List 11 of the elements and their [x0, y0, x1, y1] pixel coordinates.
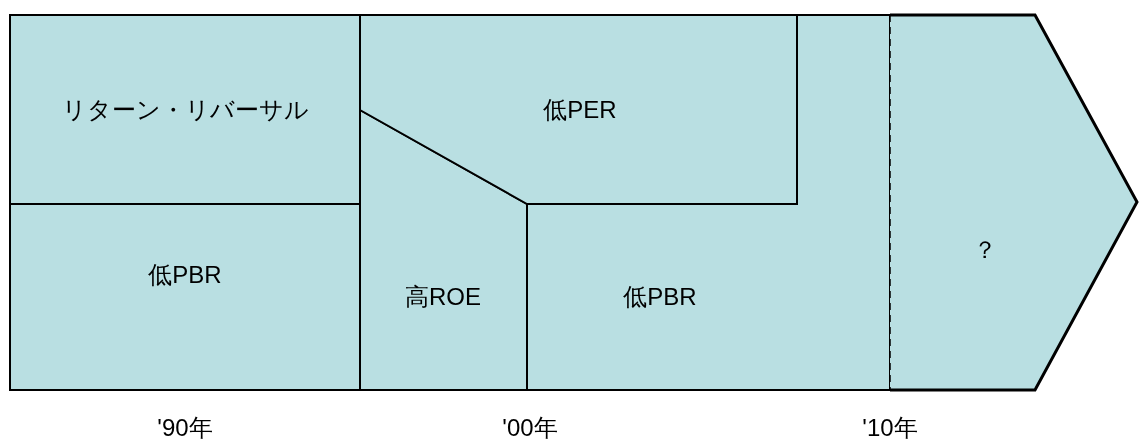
segment-label: ？	[973, 235, 997, 265]
year-label: '00年	[502, 413, 558, 443]
segment-label: 高ROE	[405, 282, 481, 312]
segment-label: 低PBR	[623, 282, 697, 312]
year-label: '90年	[157, 413, 213, 443]
segment-label: 低PBR	[148, 260, 222, 290]
segment-label: リターン・リバーサル	[61, 95, 309, 125]
timeline-segment	[10, 204, 360, 390]
timeline-segment	[10, 15, 360, 204]
timeline-segment	[890, 15, 1137, 390]
year-label: '10年	[862, 413, 918, 443]
